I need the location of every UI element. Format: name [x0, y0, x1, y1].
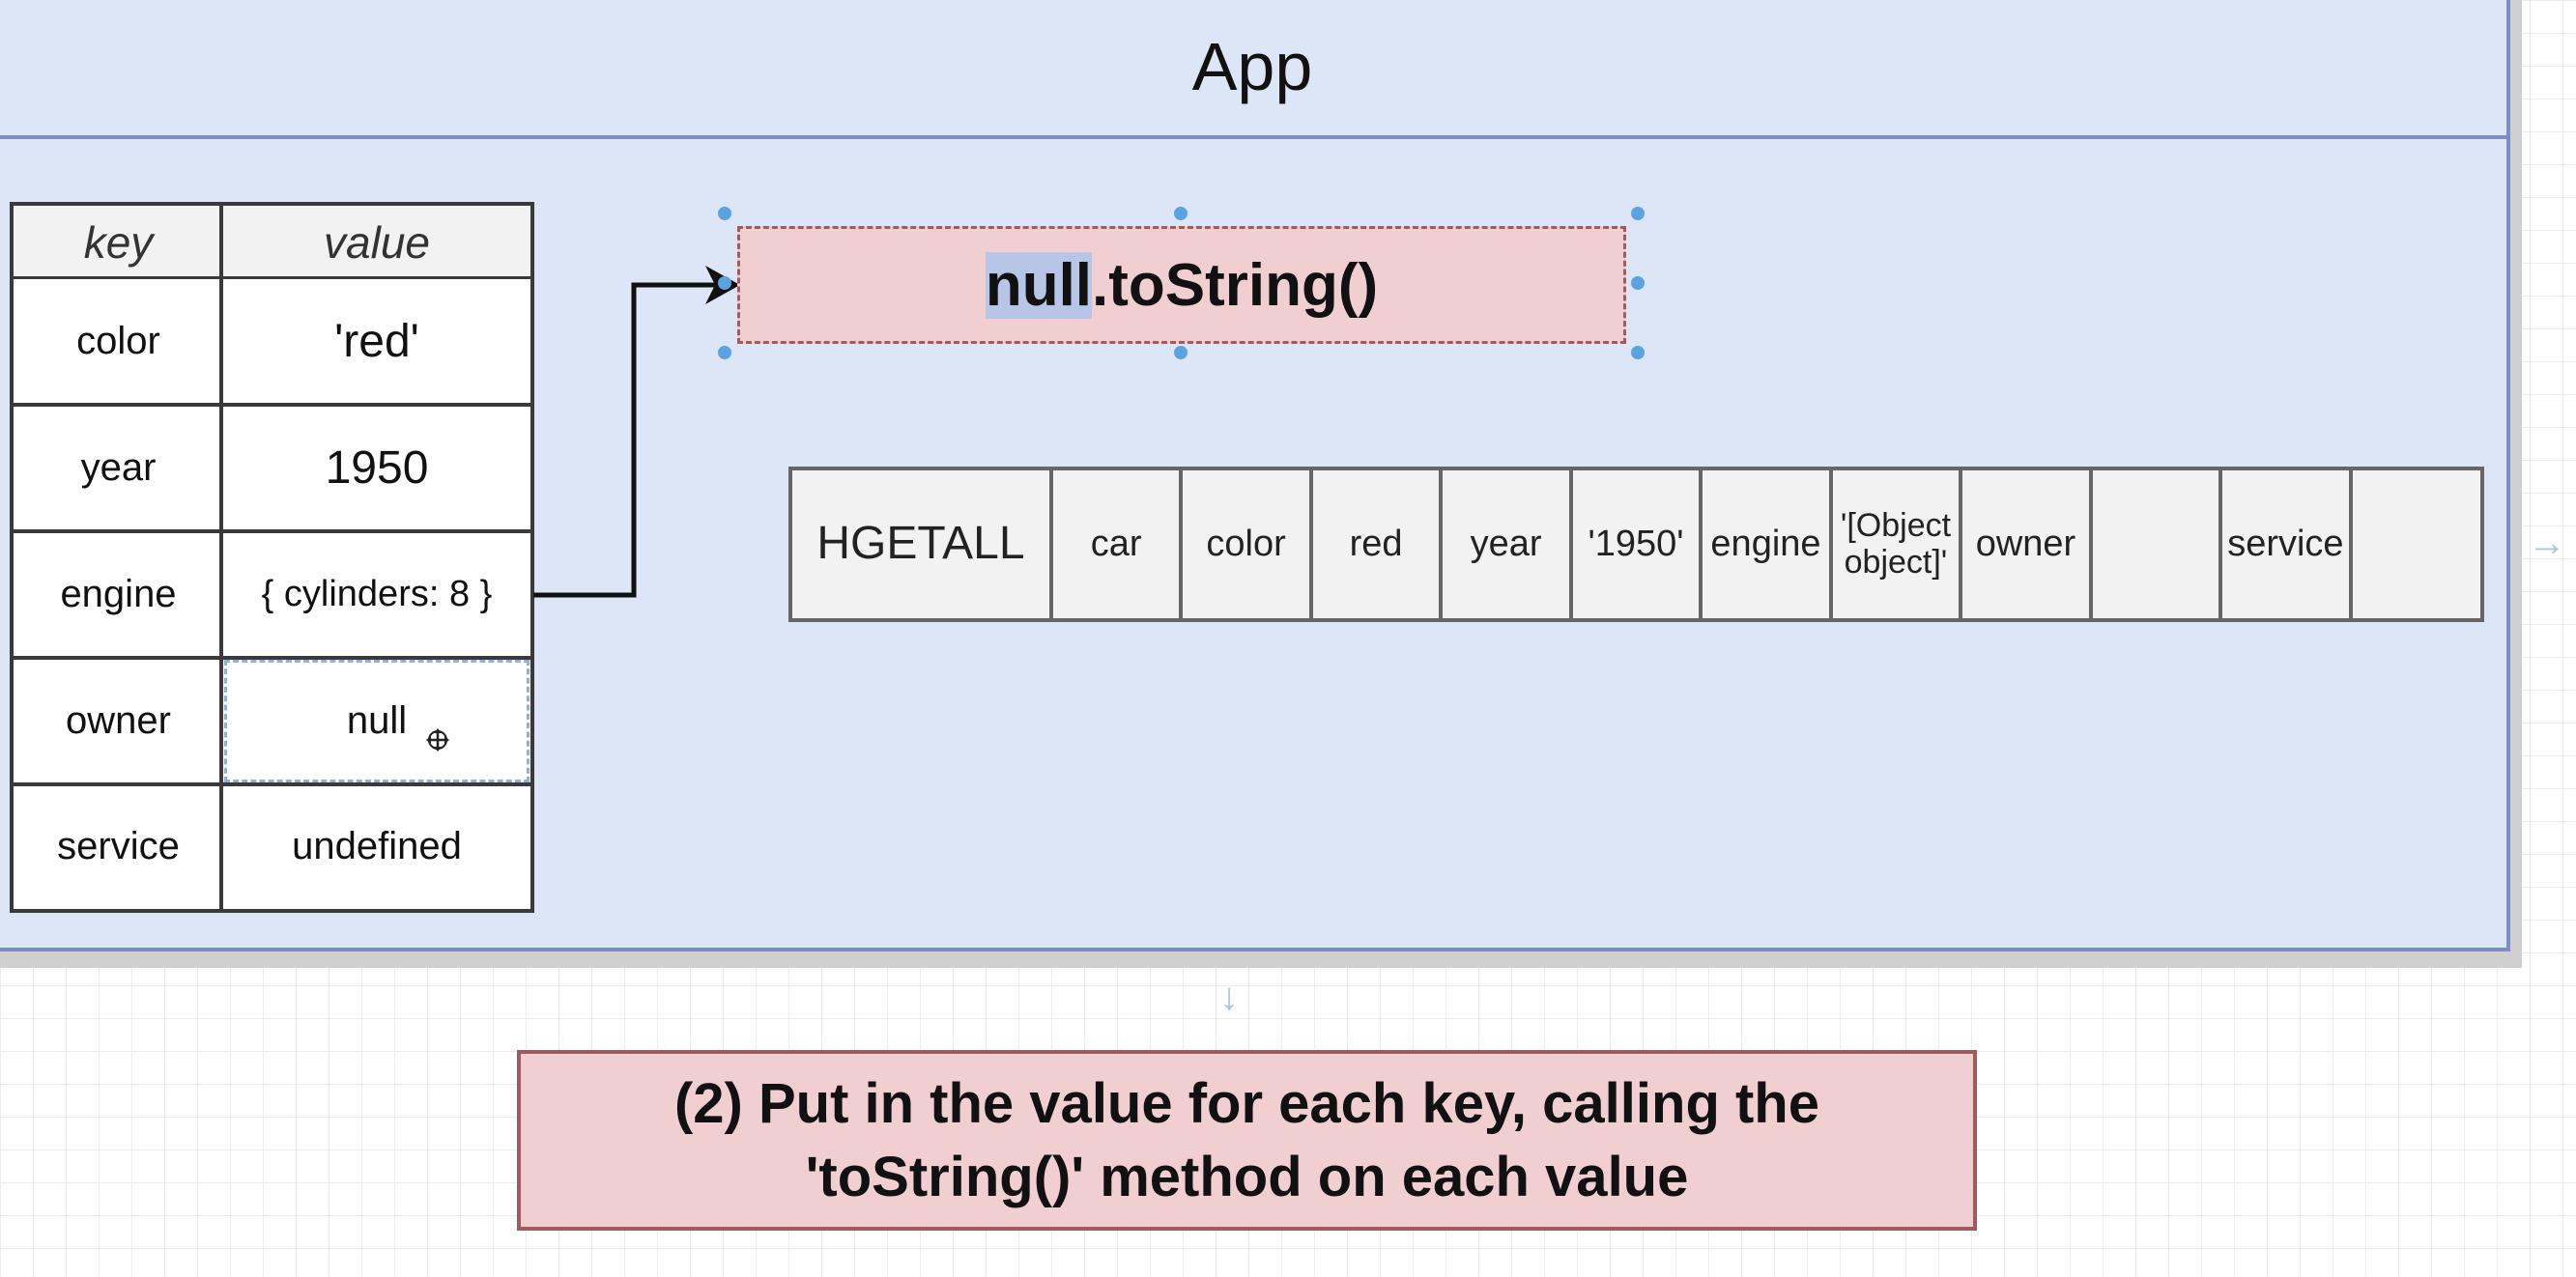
resize-handle-bottom-right[interactable] [1631, 346, 1645, 359]
engine-connector-arrow[interactable] [522, 251, 754, 609]
hgetall-cell: service [2222, 470, 2353, 618]
table-row-divider [14, 403, 530, 407]
resize-handle-bottom-left[interactable] [718, 346, 731, 359]
hgetall-cell: car [1053, 470, 1184, 618]
caption-text: (2) Put in the value for each key, calli… [674, 1067, 1819, 1213]
hgetall-cell: color [1183, 470, 1313, 618]
connection-arrow-down-icon: ↓ [1219, 976, 1239, 1018]
table-row-year-key: year [80, 446, 157, 489]
null-tostring-label: null.toString() [985, 251, 1379, 320]
resize-handle-top-right[interactable] [1631, 207, 1645, 220]
hgetall-cell: owner [1962, 470, 2093, 618]
table-row-year-value: 1950 [325, 442, 429, 494]
table-row-divider [14, 782, 530, 786]
table-row-color-value: 'red' [334, 316, 419, 367]
table-row-owner-key: owner [66, 699, 171, 742]
table-row-engine-value: { cylinders: 8 } [261, 574, 493, 614]
resize-handle-top[interactable] [1174, 207, 1188, 220]
resize-handle-bottom[interactable] [1174, 346, 1188, 359]
key-value-table[interactable]: key value color 'red' year 1950 engine {… [10, 202, 534, 913]
hgetall-cell: engine [1703, 470, 1833, 618]
null-tostring-box[interactable]: null.toString() [737, 226, 1626, 344]
hgetall-cell: '1950' [1573, 470, 1703, 618]
resize-handle-left[interactable] [718, 276, 731, 290]
table-header-key: key [14, 206, 223, 278]
caption-note[interactable]: (2) Put in the value for each key, calli… [517, 1050, 1977, 1231]
hgetall-cell: red [1313, 470, 1444, 618]
table-row-service-value: undefined [292, 825, 462, 867]
table-row-owner-value[interactable]: null [346, 699, 408, 742]
resize-handle-right[interactable] [1631, 276, 1645, 290]
move-cursor-icon [426, 728, 449, 752]
owner-cell-selection [224, 660, 530, 782]
caption-line-1: (2) Put in the value for each key, calli… [673, 1072, 1819, 1136]
app-title: App [0, 0, 2506, 139]
hgetall-cell: year [1443, 470, 1573, 618]
table-column-divider [219, 206, 223, 909]
hgetall-cell-empty [2353, 470, 2480, 618]
table-row-divider [14, 656, 530, 660]
selected-text-null: null [985, 251, 1093, 319]
connection-arrow-right-icon: → [2528, 522, 2566, 564]
table-header-value: value [223, 206, 530, 278]
hgetall-row[interactable]: HGETALL car color red year '1950' engine… [788, 467, 2484, 622]
hgetall-cell: '[Object object]' [1833, 470, 1963, 618]
hgetall-cell-empty [2093, 470, 2223, 618]
hgetall-cell-command: HGETALL [792, 470, 1053, 618]
table-row-engine-key: engine [60, 573, 177, 615]
caption-line-2: 'toString()' method on each value [805, 1145, 1689, 1208]
resize-handle-top-left[interactable] [718, 207, 731, 220]
table-row-divider [14, 529, 530, 533]
tostring-call-text: .toString() [1092, 251, 1379, 319]
table-header-divider [14, 276, 530, 279]
table-row-service-key: service [57, 825, 180, 867]
table-row-color-key: color [76, 320, 160, 362]
